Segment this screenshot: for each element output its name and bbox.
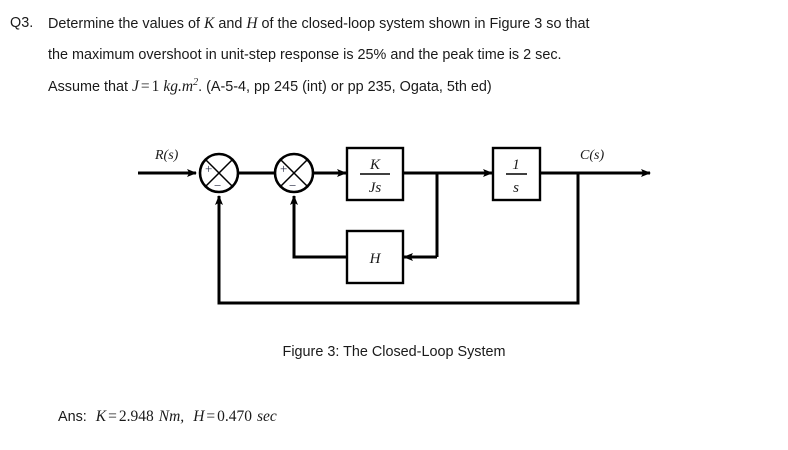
block-integrator-numerator: 1	[512, 157, 520, 173]
block-feedback-label: H	[369, 251, 382, 267]
question-line-1-part-a: Determine the values of	[48, 16, 204, 32]
answer-equals-K: =	[108, 408, 117, 425]
block-diagram-svg: R(s) + − + −	[138, 146, 651, 305]
question-line-2-text: the maximum overshoot in unit-step respo…	[48, 47, 562, 63]
block-integrator-denominator: s	[513, 180, 519, 196]
value-J: 1	[151, 78, 160, 95]
sum2-plus-sign: +	[280, 161, 287, 176]
summing-junction-2: + −	[273, 152, 315, 194]
figure-3: R(s) + − + −	[0, 128, 788, 328]
units-J-exponent: 2	[193, 77, 199, 89]
symbol-J-inline: J	[131, 78, 139, 95]
answer-symbol-H: H	[193, 408, 205, 425]
block-integrator: 1 s	[491, 146, 542, 202]
question-number: Q3.	[10, 15, 34, 31]
answer-value-K: 2.948	[118, 408, 154, 425]
question-line-1-text: Determine the values of K and H of the c…	[48, 8, 590, 40]
question-line-1: Q3. Determine the values of K and H of th…	[10, 8, 778, 40]
block-feedback: H	[345, 229, 405, 285]
units-J: kg.m	[163, 78, 194, 95]
question-line-1-part-c: of the closed-loop system shown in Figur…	[257, 16, 590, 32]
symbol-H-inline: H	[246, 15, 258, 32]
sum1-minus-sign: −	[214, 178, 221, 193]
question-line-1-part-b: and	[214, 16, 247, 32]
sum2-minus-sign: −	[289, 178, 296, 193]
block-plant-denominator: Js	[369, 180, 382, 196]
question-line-2: the maximum overshoot in unit-step respo…	[10, 40, 778, 71]
answer-unit-H: sec	[257, 408, 277, 425]
label-output-signal: C(s)	[580, 148, 604, 163]
block-plant-numerator: K	[369, 157, 381, 173]
question-line-3-part-a: Assume that	[48, 79, 132, 95]
answer-prefix: Ans:	[58, 409, 87, 425]
label-input-signal: R(s)	[154, 148, 179, 163]
answer-unit-K: Nm,	[158, 408, 185, 425]
question-line-3-part-b: . (A-5-4, pp 245 (int) or pp 235, Ogata,…	[198, 79, 492, 95]
answer-symbol-K: K	[95, 408, 107, 425]
answer-equals-H: =	[206, 408, 216, 425]
question-block: Q3. Determine the values of K and H of th…	[10, 8, 778, 103]
sum1-plus-sign: +	[205, 161, 212, 176]
figure-caption: Figure 3: The Closed-Loop System	[282, 344, 506, 360]
block-plant: K Js	[345, 146, 405, 202]
answer-value-H: 0.470	[217, 408, 253, 425]
symbol-K-inline: K	[203, 15, 215, 32]
summing-junction-1: + −	[198, 152, 240, 194]
equals-sign-J: =	[140, 78, 150, 95]
